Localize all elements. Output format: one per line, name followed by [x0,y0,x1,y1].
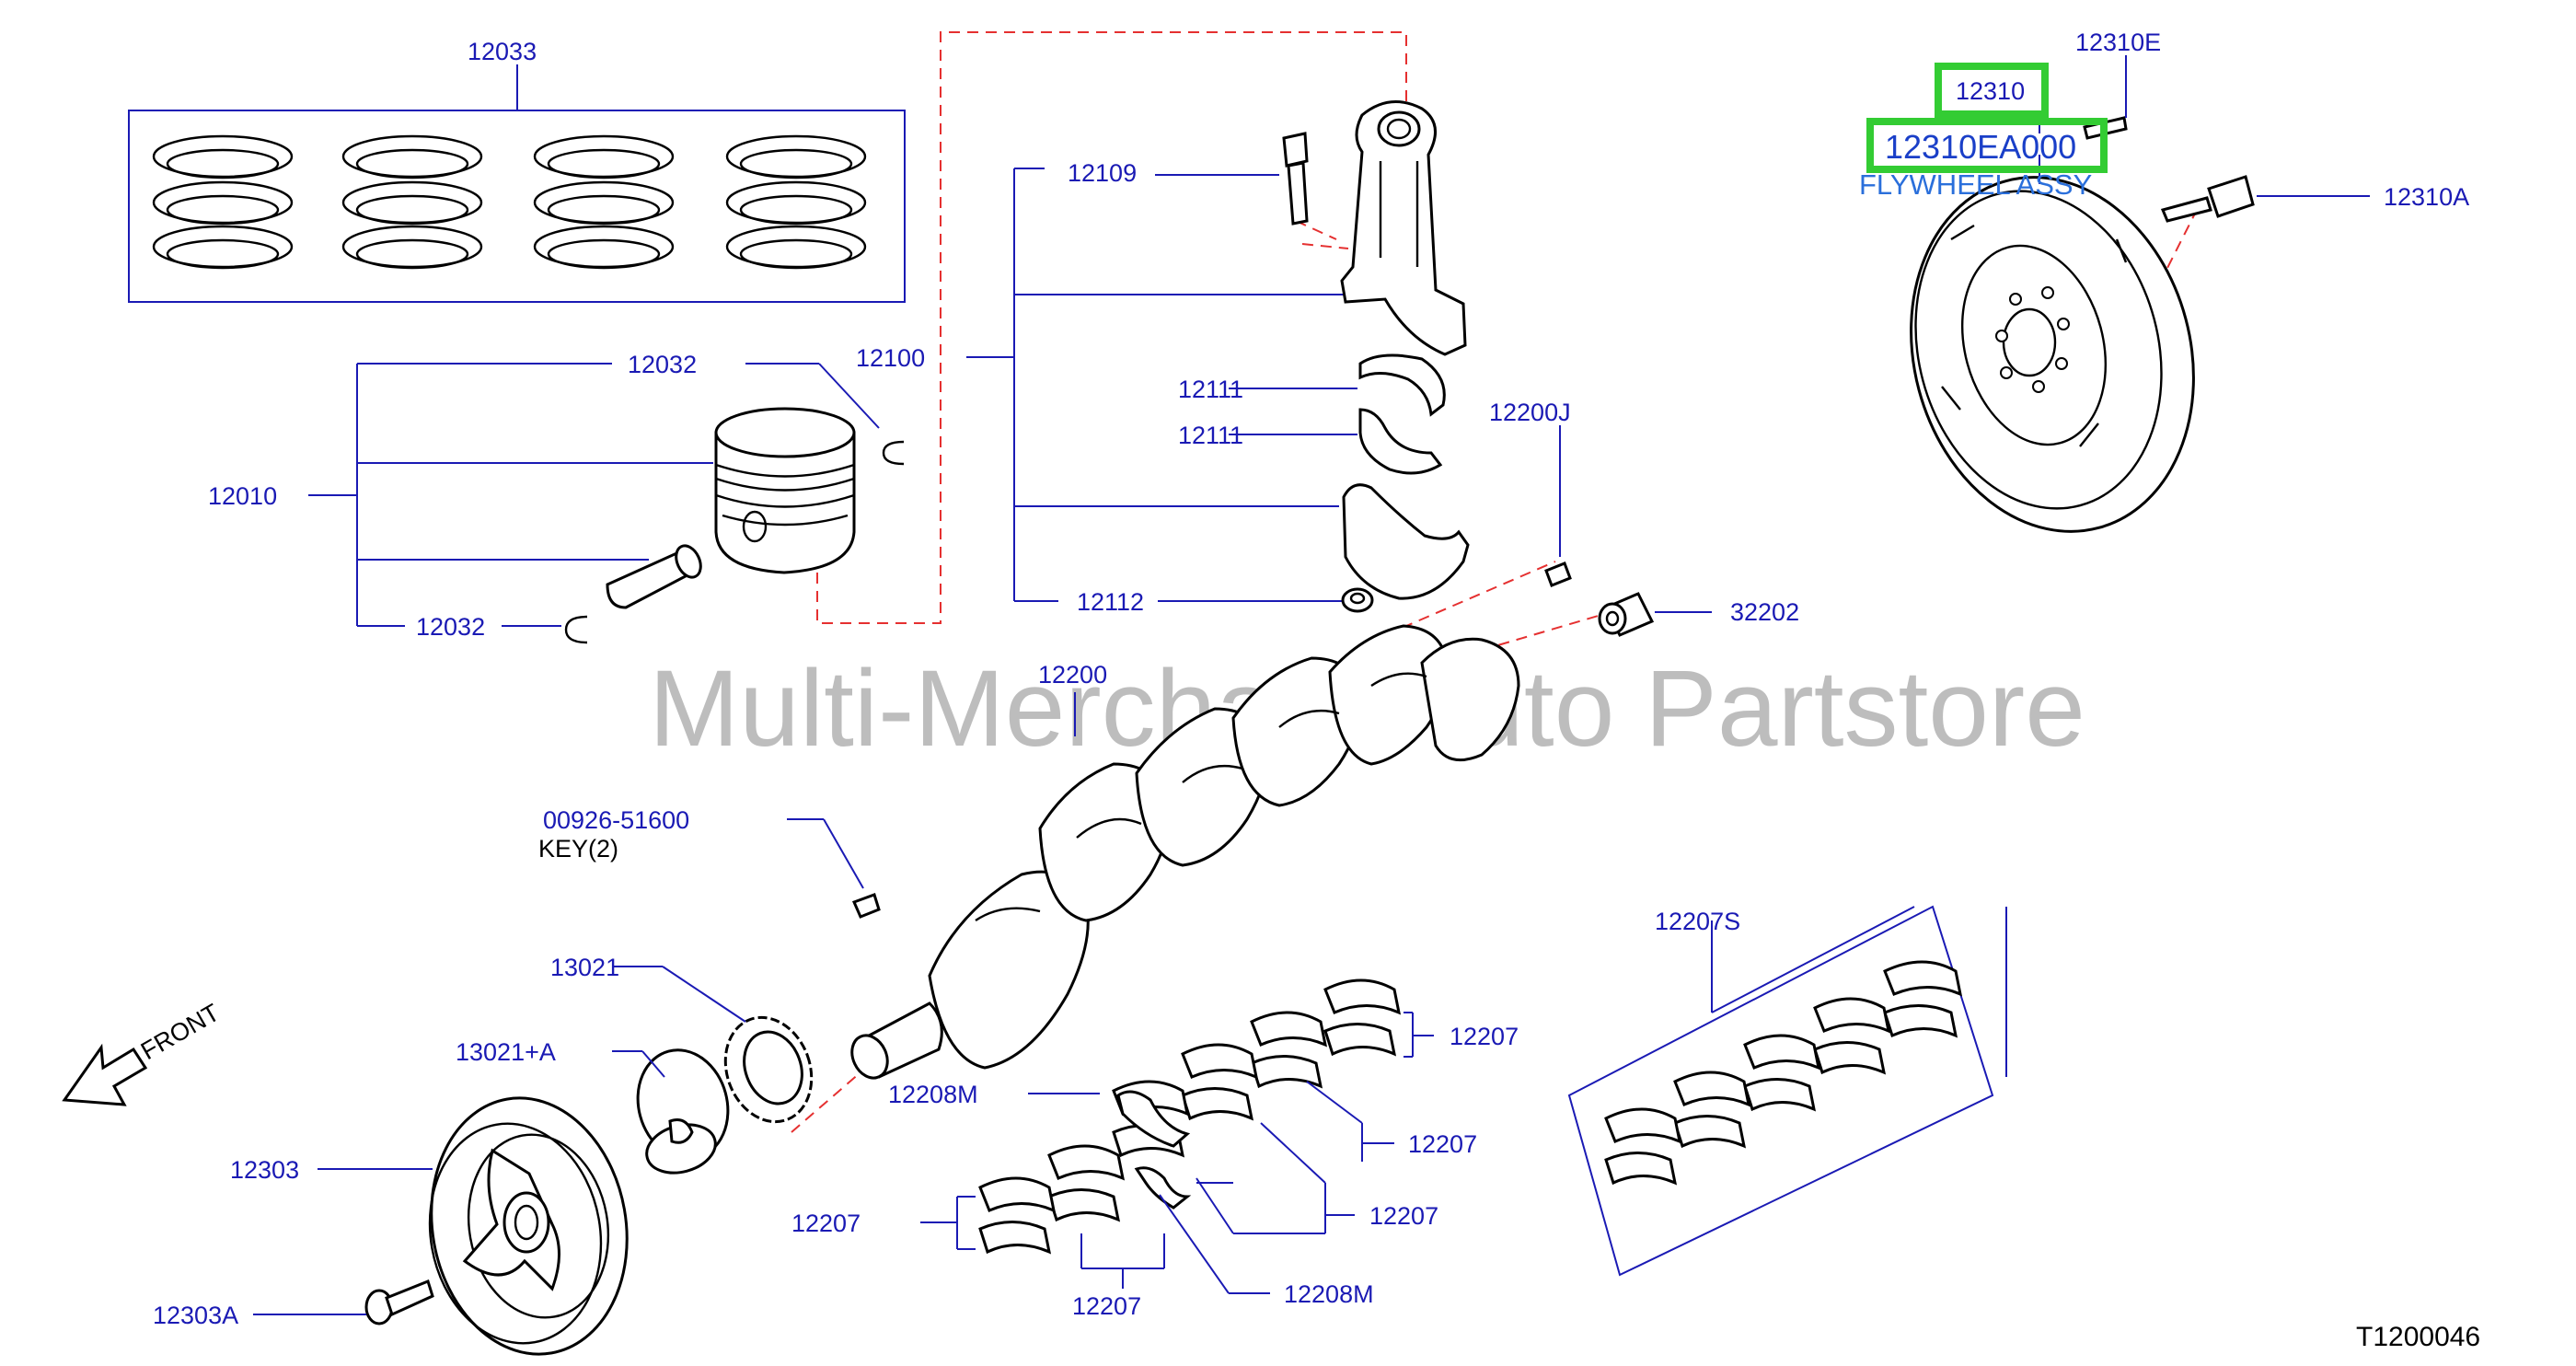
main-bearings[interactable] [978,978,1402,1255]
label-flywheel-assy: FLYWHEEL ASSY [1859,168,2092,201]
crankshaft[interactable] [846,624,1520,1083]
label-12310[interactable]: 12310 [1956,77,2025,105]
crank-pilot-bushing[interactable] [1544,561,1572,587]
label-12207-1[interactable]: 12207 [1450,1023,1519,1050]
label-12208M-bottom[interactable]: 12208M [1284,1280,1374,1308]
label-key-qty: KEY(2) [538,835,618,862]
figure-code: T1200046 [2356,1322,2480,1352]
label-00926-51600[interactable]: 00926-51600 [543,806,689,834]
label-12032-bottom[interactable]: 12032 [416,613,485,641]
label-12207-3[interactable]: 12207 [1369,1202,1438,1230]
connecting-rod-leaders [966,168,1561,602]
label-12112[interactable]: 12112 [1077,588,1144,616]
label-13021-A[interactable]: 13021+A [456,1038,556,1066]
label-12200J[interactable]: 12200J [1489,399,1571,426]
label-12109[interactable]: 12109 [1068,159,1137,187]
label-12310E[interactable]: 12310E [2075,29,2161,56]
label-12033[interactable]: 12033 [468,38,537,65]
spacer[interactable] [626,1040,740,1180]
snap-ring-bottom[interactable] [564,615,588,644]
label-12100[interactable]: 12100 [856,344,925,372]
label-12207-5[interactable]: 12207 [1072,1292,1141,1320]
rod-nut[interactable] [1341,587,1374,613]
label-12207-2[interactable]: 12207 [1408,1130,1477,1158]
piston-pin[interactable] [606,542,705,609]
label-32202[interactable]: 32202 [1730,598,1799,626]
connecting-rod[interactable] [1340,99,1467,356]
label-12032-top[interactable]: 12032 [628,351,697,378]
piston[interactable] [714,407,856,574]
front-label: FRONT [136,999,225,1065]
label-12303A[interactable]: 12303A [153,1302,238,1329]
label-12010[interactable]: 12010 [208,482,277,510]
pulley-bolt[interactable] [364,1279,434,1325]
snap-ring-top[interactable] [882,440,905,466]
label-13021[interactable]: 13021 [550,954,619,981]
label-12111-lower[interactable]: 12111 [1178,422,1243,449]
rod-bolt[interactable] [1282,132,1309,226]
label-12303[interactable]: 12303 [230,1156,299,1184]
highlight-12310 [1935,63,2049,118]
piston-ring-set[interactable] [128,64,906,303]
rod-bearing-upper[interactable] [1358,353,1446,417]
flywheel[interactable] [1873,145,2233,563]
rod-cap[interactable] [1342,483,1470,600]
label-12111-upper[interactable]: 12111 [1178,376,1243,403]
label-12207-4[interactable]: 12207 [791,1210,861,1237]
label-12310EA000[interactable]: 12310EA000 [1885,128,2076,166]
label-12208M-top[interactable]: 12208M [888,1081,978,1108]
main-bearing-leaders [920,1012,1434,1294]
label-12200[interactable]: 12200 [1038,661,1107,689]
crank-pulley[interactable] [411,1082,646,1366]
highlight-12310EA000 [1866,118,2108,173]
rod-bearing-lower[interactable] [1358,408,1443,475]
piston-assy-leaders [308,363,880,627]
woodruff-key[interactable] [851,893,881,919]
sprocket[interactable] [711,1005,826,1134]
label-12207S[interactable]: 12207S [1655,908,1740,935]
pilot-bearing[interactable] [1598,592,1712,637]
label-12310A[interactable]: 12310A [2384,183,2469,211]
flywheel-bolt[interactable] [2160,175,2370,223]
main-bearing-set[interactable] [1567,905,2007,1277]
front-arrow-icon [62,1043,148,1106]
